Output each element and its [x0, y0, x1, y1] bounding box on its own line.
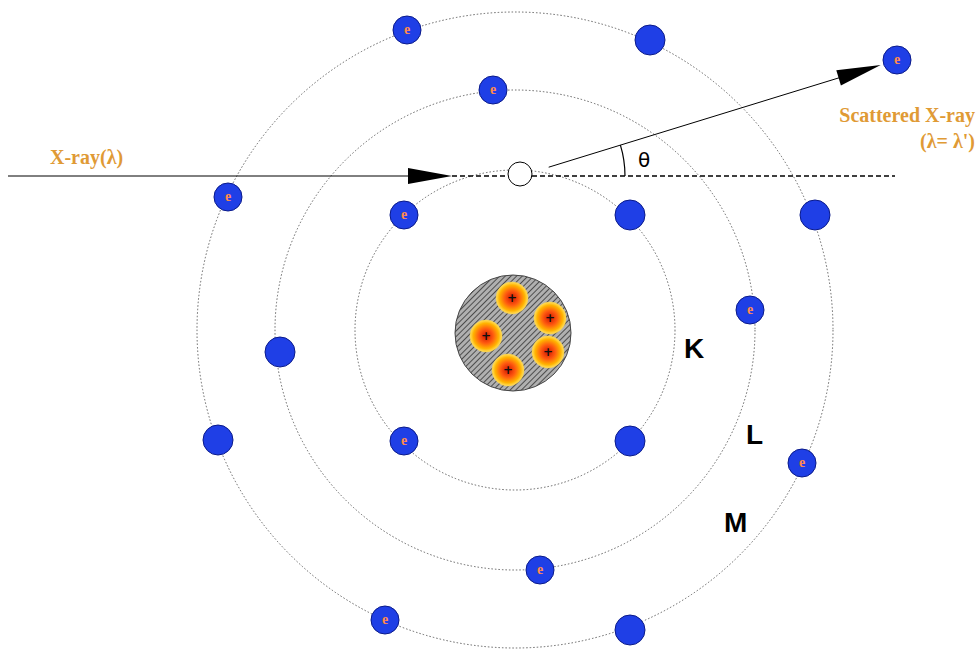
scattered-ray-label: Scattered X-ray — [839, 104, 975, 127]
shell-label: M — [722, 508, 749, 539]
electron — [265, 337, 295, 367]
electron — [800, 200, 830, 230]
electron-fill — [214, 183, 242, 211]
proton-fill — [492, 354, 524, 386]
arrow-head — [408, 168, 452, 184]
incident-ray — [8, 176, 412, 177]
scattered-ray — [549, 78, 840, 168]
electron — [615, 200, 645, 230]
electron-fill — [390, 201, 418, 229]
electron-circle: e — [389, 200, 419, 230]
wavelength-label: (λ= λ') — [920, 130, 975, 153]
electron-label: e — [490, 83, 496, 97]
k-shell-orbit — [355, 170, 675, 490]
l-shell-orbit — [275, 90, 755, 570]
proton-label: + — [543, 346, 553, 358]
shell-label: L — [744, 420, 765, 451]
proton-circle: + — [533, 301, 567, 335]
electron — [615, 615, 645, 645]
proton-fill — [532, 336, 564, 368]
electron-circle: e — [787, 448, 817, 478]
proton-label: + — [481, 330, 491, 342]
electron-label: e — [799, 456, 805, 470]
nucleus — [455, 275, 571, 391]
electron-circle: e — [882, 45, 912, 75]
proton-circle: + — [491, 353, 525, 387]
proton-fill — [496, 282, 528, 314]
electron — [203, 425, 233, 455]
electron-circle: e — [370, 605, 400, 635]
electron-fill — [390, 427, 418, 455]
incident-ray-label: X-ray(λ) — [50, 146, 123, 169]
shell-label: K — [682, 334, 706, 365]
electron-fill — [393, 16, 421, 44]
electron — [635, 25, 665, 55]
electron-label: e — [401, 208, 407, 222]
electron-label: e — [225, 190, 231, 204]
electron-label: e — [404, 23, 410, 37]
electron-fill — [479, 76, 507, 104]
angle-label: θ — [638, 150, 650, 170]
electron-circle: e — [389, 426, 419, 456]
electron-label: e — [401, 434, 407, 448]
vacancy-hole — [508, 162, 532, 186]
proton-circle: + — [531, 335, 565, 369]
electron-circle: e — [735, 295, 765, 325]
electron-label: e — [537, 563, 543, 577]
electron-circle: e — [392, 15, 422, 45]
m-shell-orbit — [197, 12, 833, 648]
electron-fill — [526, 556, 554, 584]
electron-circle: e — [478, 75, 508, 105]
electron-circle: e — [213, 182, 243, 212]
proton-fill — [534, 302, 566, 334]
electron-fill — [883, 46, 911, 74]
electron-fill — [788, 449, 816, 477]
electron-fill — [371, 606, 399, 634]
electron-fill — [736, 296, 764, 324]
proton-label: + — [545, 312, 555, 324]
proton-label: + — [503, 364, 513, 376]
electron-circle: e — [525, 555, 555, 585]
arrow-head — [836, 65, 880, 86]
proton-circle: + — [469, 319, 503, 353]
electron-label: e — [747, 303, 753, 317]
proton-circle: + — [495, 281, 529, 315]
proton-label: + — [507, 292, 517, 304]
angle-arc — [620, 145, 625, 176]
electron-label: e — [894, 53, 900, 67]
electron-label: e — [382, 613, 388, 627]
proton-fill — [470, 320, 502, 352]
electron — [615, 426, 645, 456]
